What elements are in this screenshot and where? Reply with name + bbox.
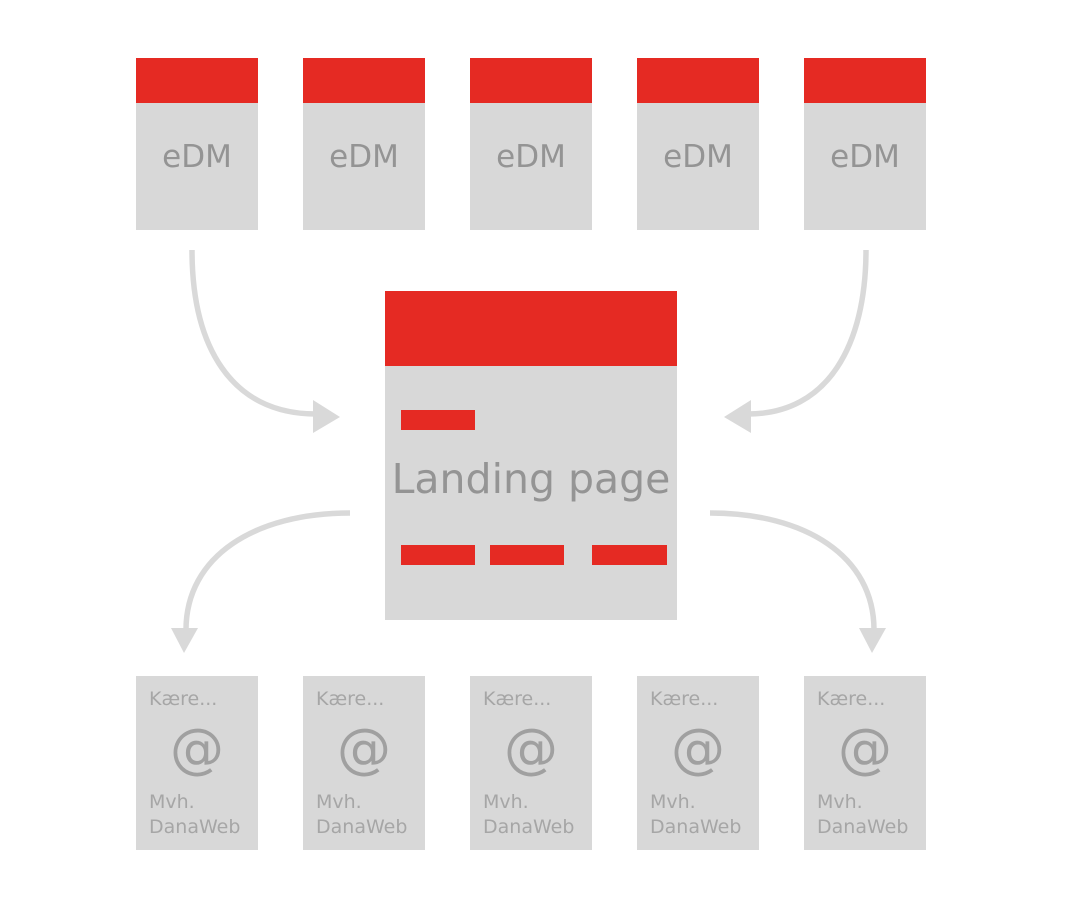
edm-card-red-band [470, 58, 592, 103]
landing-page-footer-bar [490, 545, 564, 565]
landing-page-card[interactable]: Landing page [385, 291, 677, 620]
mail-card-greeting: Kære... [817, 688, 886, 710]
mail-card-signature-line2: DanaWeb [483, 816, 575, 838]
edm-card-label: eDM [663, 139, 733, 175]
edm-card-label: eDM [329, 139, 399, 175]
mail-card[interactable]: Kære... @ Mvh. DanaWeb [303, 676, 425, 850]
mail-card-signature: Mvh. DanaWeb [316, 790, 407, 840]
at-icon: @ [170, 717, 224, 780]
mail-card-signature-line1: Mvh. [149, 791, 195, 813]
mail-card-signature-line1: Mvh. [483, 791, 529, 813]
at-icon: @ [504, 717, 558, 780]
landing-page-accent-bar [401, 410, 475, 430]
edm-card-label: eDM [496, 139, 566, 175]
mail-card-signature-line1: Mvh. [316, 791, 362, 813]
at-icon: @ [337, 717, 391, 780]
arrow-landing-to-mail-right [709, 510, 886, 653]
mail-card-signature-line2: DanaWeb [149, 816, 241, 838]
arrow-edm-to-landing-right [724, 249, 869, 433]
mail-card-signature: Mvh. DanaWeb [817, 790, 908, 840]
edm-card-red-band [804, 58, 926, 103]
mail-card[interactable]: Kære... @ Mvh. DanaWeb [637, 676, 759, 850]
arrow-landing-to-mail-left [171, 510, 351, 653]
edm-card-red-band [303, 58, 425, 103]
edm-card[interactable]: eDM [637, 58, 759, 230]
edm-card[interactable]: eDM [303, 58, 425, 230]
at-icon: @ [671, 717, 725, 780]
edm-card[interactable]: eDM [136, 58, 258, 230]
mail-card-greeting: Kære... [149, 688, 218, 710]
mail-card-signature-line2: DanaWeb [650, 816, 742, 838]
mail-card-signature-line1: Mvh. [817, 791, 863, 813]
mail-card-signature: Mvh. DanaWeb [483, 790, 574, 840]
mail-card-greeting: Kære... [483, 688, 552, 710]
arrow-edm-to-landing-left [189, 249, 340, 433]
mail-card-greeting: Kære... [316, 688, 385, 710]
mail-card-signature: Mvh. DanaWeb [149, 790, 240, 840]
at-icon: @ [838, 717, 892, 780]
mail-card-signature-line2: DanaWeb [316, 816, 408, 838]
landing-page-footer-bars [401, 545, 667, 565]
landing-page-footer-bar [401, 545, 475, 565]
edm-card-label: eDM [162, 139, 232, 175]
mail-card[interactable]: Kære... @ Mvh. DanaWeb [470, 676, 592, 850]
edm-card-red-band [136, 58, 258, 103]
mail-card-signature: Mvh. DanaWeb [650, 790, 741, 840]
mail-card[interactable]: Kære... @ Mvh. DanaWeb [804, 676, 926, 850]
mail-card-signature-line1: Mvh. [650, 791, 696, 813]
landing-page-header-banner [385, 291, 677, 366]
landing-page-title: Landing page [391, 455, 671, 503]
mail-card[interactable]: Kære... @ Mvh. DanaWeb [136, 676, 258, 850]
landing-page-footer-bar [592, 545, 667, 565]
edm-card-red-band [637, 58, 759, 103]
mail-card-signature-line2: DanaWeb [817, 816, 909, 838]
edm-card-label: eDM [830, 139, 900, 175]
edm-card[interactable]: eDM [804, 58, 926, 230]
edm-card[interactable]: eDM [470, 58, 592, 230]
mail-card-greeting: Kære... [650, 688, 719, 710]
